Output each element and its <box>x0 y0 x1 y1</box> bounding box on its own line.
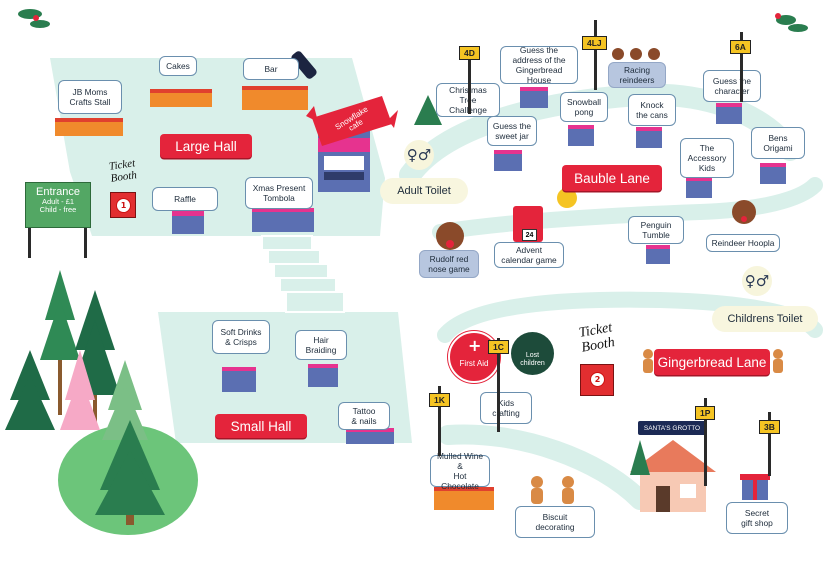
stall-knock-the-cans[interactable]: Knock the cans <box>628 94 676 126</box>
gingerbread-lane-banner: Gingerbread Lane <box>654 349 770 375</box>
stall-soft-drinks-crisps[interactable]: Soft Drinks & Crisps <box>212 320 270 354</box>
entrance-title: Entrance <box>35 186 81 198</box>
stall-guess-the-character[interactable]: Guess the character <box>703 70 761 102</box>
stall-biscuit-decorating[interactable]: Biscuit decorating <box>515 506 595 538</box>
holly-decoration <box>18 9 808 32</box>
adult-toilet-icon: ♀♂ <box>404 140 434 170</box>
stall-kids-crafting[interactable]: Kids crafting <box>480 392 532 424</box>
stall-snowball-pong[interactable]: Snowball pong <box>560 92 608 122</box>
ticket-booth-2-number: 2 <box>590 372 605 387</box>
ticket-booth-1[interactable]: Ticket Booth 1 <box>106 157 140 222</box>
stall-guess-sweet-jar[interactable]: Guess the sweet jar <box>487 116 537 146</box>
bauble-lane-path-lower <box>432 177 823 240</box>
gift-box <box>740 474 770 500</box>
santas-grotto-sign[interactable]: SANTA'S GROTTO <box>638 421 706 435</box>
ticket-booth-2-label: Ticket Booth <box>577 320 616 356</box>
childrens-toilet-icon: ♀♂ <box>742 266 772 296</box>
ticket-booth-2[interactable]: Ticket Booth 2 <box>574 318 620 398</box>
gingerbread-men <box>531 349 783 504</box>
sign-1k: 1K <box>429 393 450 407</box>
sign-4lj: 4LJ <box>582 36 607 50</box>
sign-1c: 1C <box>488 340 509 354</box>
stall-reindeer-hoopla[interactable]: Reindeer Hoopla <box>706 234 780 252</box>
stall-mulled-wine-hot-chocolate[interactable]: Mulled Wine & Hot Chocolate <box>430 451 490 491</box>
ticket-booth-1-label: Ticket Booth <box>108 157 138 185</box>
advent-day-number: 24 <box>522 229 537 241</box>
entrance-adult-price: Adult - £1 <box>41 197 75 206</box>
lost-children-label: Lost children <box>520 352 545 367</box>
sign-6a: 6A <box>730 40 751 54</box>
stall-accessory-kids[interactable]: The Accessory Kids <box>680 138 734 178</box>
stall-counters <box>55 86 786 510</box>
staircase <box>261 235 345 313</box>
large-hall-banner: Large Hall <box>160 134 252 158</box>
adult-toilet-label[interactable]: Adult Toilet <box>380 178 468 204</box>
sign-4d: 4D <box>459 46 480 60</box>
santas-grotto-building <box>630 440 716 512</box>
sign-3b: 3B <box>759 420 780 434</box>
entrance-child-price: Child - free <box>39 205 77 215</box>
stall-hair-braiding[interactable]: Hair Braiding <box>295 330 347 360</box>
ticket-booth-1-number: 1 <box>116 198 131 213</box>
bottle <box>291 51 317 79</box>
first-aid-label: First Aid <box>459 359 489 368</box>
stall-tattoo-nails[interactable]: Tattoo & nails <box>338 402 390 430</box>
stall-racing-reindeers[interactable]: Racing reindeers <box>608 62 666 88</box>
reindeer-heads <box>436 48 756 250</box>
forest <box>5 270 198 535</box>
stall-bar[interactable]: Bar <box>243 58 299 80</box>
entrance-sign: Entrance Adult - £1 Child - free <box>25 182 91 228</box>
stall-bens-origami[interactable]: Bens Origami <box>751 127 805 159</box>
lower-path <box>438 424 650 510</box>
bauble-lane-banner: Bauble Lane <box>562 165 662 191</box>
stall-cakes[interactable]: Cakes <box>159 56 197 76</box>
stall-secret-gift-shop[interactable]: Secret gift shop <box>726 502 788 534</box>
lost-children-point[interactable]: Lost children <box>511 332 554 375</box>
snowflake-cafe-building <box>306 96 398 192</box>
first-aid-point[interactable]: + First Aid <box>448 331 500 383</box>
stall-jb-moms-crafts[interactable]: JB Moms Crafts Stall <box>58 80 122 114</box>
small-hall-banner: Small Hall <box>215 414 307 438</box>
stall-advent-calendar-game[interactable]: Advent calendar game <box>494 242 564 268</box>
stall-guess-gingerbread-house-address[interactable]: Guess the address of the Gingerbread Hou… <box>500 45 578 85</box>
sign-1p: 1P <box>695 406 716 420</box>
childrens-toilet-label[interactable]: Childrens Toilet <box>712 306 818 332</box>
first-aid-cross-icon: + <box>468 336 482 355</box>
stall-xmas-present-tombola[interactable]: Xmas Present Tombola <box>245 177 313 209</box>
stall-raffle[interactable]: Raffle <box>152 187 218 211</box>
stall-penguin-tumble[interactable]: Penguin Tumble <box>628 216 684 244</box>
bauble-ornament <box>557 188 577 208</box>
stall-rudolf-red-nose-game[interactable]: Rudolf red nose game <box>419 250 479 278</box>
